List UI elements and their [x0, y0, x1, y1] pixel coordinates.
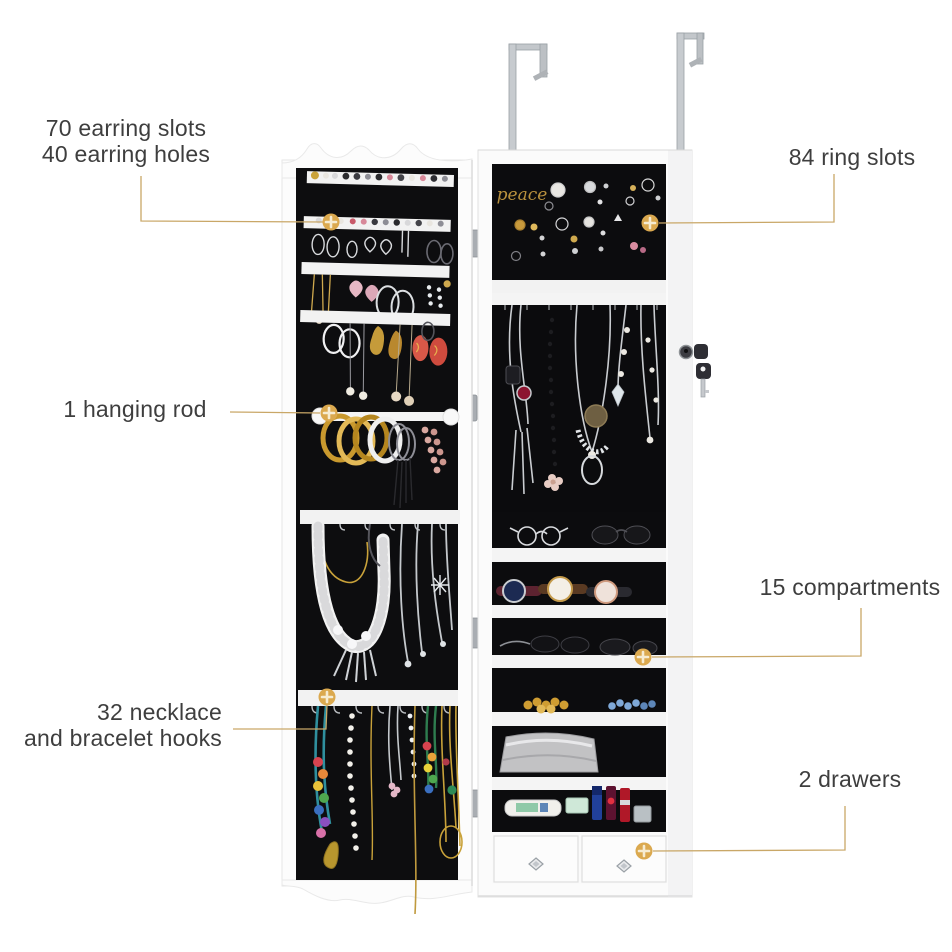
- drawers-panel: [492, 832, 667, 884]
- callout-earring-slots-line2: 40 earring holes: [41, 141, 211, 167]
- callout-markers: [318, 213, 659, 860]
- plus-marker-icon: [634, 648, 652, 666]
- callout-hanging-rod-label: 1 hanging rod: [63, 396, 207, 422]
- callout-hanging-rod: 1 hanging rod: [40, 396, 230, 422]
- cabinet-body: peace: [477, 149, 711, 898]
- drawer-knob-right-icon: [616, 859, 632, 873]
- sunglasses-icon: [591, 525, 651, 545]
- hook-bar-middle: [300, 510, 460, 683]
- necklace-panel: [492, 293, 666, 512]
- hook-bar-bottom: [298, 690, 463, 915]
- keys-icon: [696, 363, 711, 398]
- over-door-hook-left-icon: [508, 43, 549, 153]
- callout-leaders: [140, 174, 862, 852]
- leader-compartments: [651, 608, 862, 658]
- leader-hanging-rod: [229, 411, 321, 414]
- cabinet-door: [281, 143, 473, 915]
- callout-drawers: 2 drawers: [748, 766, 952, 792]
- callout-necklace-hooks-line1: 32 necklace: [97, 699, 222, 725]
- compartments-panel: [492, 512, 666, 832]
- eyeglasses-icon: [509, 526, 569, 546]
- lock-icon: [678, 344, 708, 360]
- bracelets-icon: [523, 697, 656, 714]
- earring-bars: [300, 171, 454, 406]
- plus-marker-icon: [641, 214, 659, 232]
- callout-compartments-label: 15 compartments: [759, 574, 941, 600]
- leader-drawers: [652, 806, 846, 852]
- cosmetics-icons: [504, 786, 652, 823]
- callout-ring-slots-label: 84 ring slots: [788, 144, 916, 170]
- watches-icon: [496, 576, 632, 604]
- plus-marker-icon: [322, 213, 340, 231]
- ring-panel: peace: [492, 164, 666, 293]
- callout-earring-slots-line1: 70 earring slots: [45, 115, 207, 141]
- callout-earring-slots: 70 earring slots 40 earring holes: [22, 115, 230, 167]
- earring-bar-1: [306, 171, 454, 187]
- over-door-hook-right-icon: [676, 32, 705, 153]
- pouch-icon: [499, 732, 599, 773]
- leader-necklace-hooks: [233, 704, 328, 730]
- leader-ring-slots: [658, 174, 835, 224]
- plus-marker-icon: [318, 688, 336, 706]
- ring-panel-script: peace: [497, 185, 548, 205]
- earring-bar-2: [303, 216, 454, 265]
- callout-compartments: 15 compartments: [748, 574, 952, 600]
- callout-necklace-hooks: 32 necklace and bracelet hooks: [10, 699, 222, 751]
- drawer-left: [493, 835, 579, 883]
- leader-earring-slots: [140, 176, 324, 223]
- drawer-right: [581, 835, 667, 883]
- plus-marker-icon: [320, 404, 338, 422]
- callout-drawers-label: 2 drawers: [798, 766, 902, 792]
- plus-marker-icon: [635, 842, 653, 860]
- callout-ring-slots: 84 ring slots: [752, 144, 952, 170]
- hanging-rod: [311, 407, 460, 509]
- drawer-knob-left-icon: [528, 857, 544, 871]
- pearl-drop-earrings: [346, 323, 415, 406]
- callout-necklace-hooks-line2: and bracelet hooks: [24, 725, 222, 751]
